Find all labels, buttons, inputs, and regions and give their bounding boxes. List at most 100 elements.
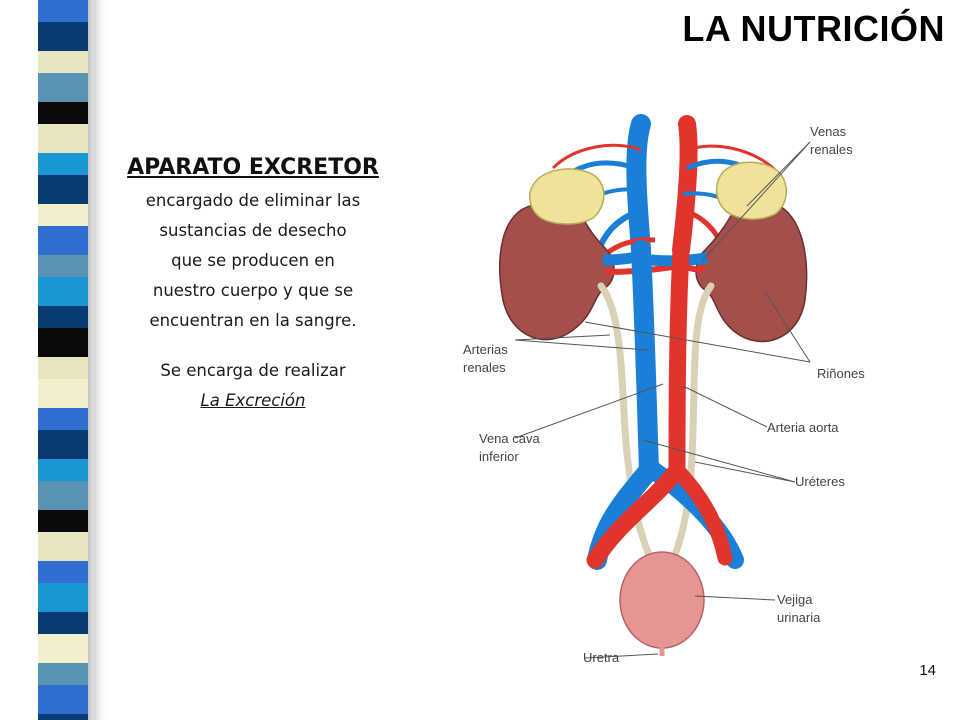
strip-block-edge [88,204,94,226]
bladder-group [619,551,705,656]
strip-block [38,328,88,357]
label-vejiga-line1: Vejiga [777,592,813,607]
vena-cava-inferior [587,240,660,570]
description-line: nuestro cuerpo y que se [152,281,354,300]
strip-block-edge [88,532,94,561]
slide-title: LA NUTRICIÓN [682,8,945,49]
strip-block [38,204,88,226]
strip-block-edge [88,277,94,306]
strip-block-edge [88,73,94,102]
strip-block [38,714,88,720]
aorta-right-branch [671,464,733,566]
urinary-system-diagram: Venas renales Arterias renales Riñones A… [463,114,865,665]
strip-block-edge [88,408,94,430]
strip-block-edge [88,510,94,532]
label-arteria-aorta: Arteria aorta [767,420,839,435]
strip-block-edge [88,379,94,408]
strip-block-edge [88,226,94,255]
strip-block-edge [88,685,94,714]
label-ureteres: Uréteres [795,474,845,489]
label-rinones: Riñones [817,366,865,381]
strip-block-edge [88,255,94,277]
strip-block-edge [88,306,94,328]
right-kidney [695,199,808,343]
strip-block-edge [88,22,94,51]
strip-block-edge [88,175,94,204]
strip-block [38,306,88,328]
strip-block-edge [88,51,94,73]
page-number: 14 [919,662,936,679]
decorative-left-strip [38,0,108,720]
strip-block [38,379,88,408]
renal-vessels [602,250,708,275]
task-intro: Se encarga de realizar [160,361,346,380]
strip-block [38,430,88,459]
strip-blocks [38,0,94,720]
strip-block [38,408,88,430]
arteria-aorta [586,241,690,569]
excrecion-link[interactable]: La Excreción [200,391,306,410]
pointer-lines [514,141,811,659]
label-arterias-renales-line2: renales [463,360,506,375]
strip-block [38,124,88,153]
label-vejiga-line2: urinaria [777,610,821,625]
strip-block-edge [88,561,94,583]
label-venas-renales-line2: renales [810,142,853,157]
description-text: encargado de eliminar las sustancias de … [112,186,394,336]
strip-block [38,51,88,73]
main-vessels [586,240,744,570]
text-block: APARATO EXCRETOR encargado de eliminar l… [112,155,394,416]
strip-block [38,532,88,561]
strip-block-edge [88,583,94,612]
label-vena-cava-line1: Vena cava [479,431,540,446]
vena-cava-top [626,114,651,260]
vessel-tops [626,114,698,260]
strip-block-edge [88,430,94,459]
strip-block [38,226,88,255]
strip-block [38,357,88,379]
strip-block [38,22,88,51]
strip-block [38,175,88,204]
vejiga-urinaria [619,551,705,649]
strip-block-edge [88,153,94,175]
description-line: que se producen en [171,251,335,270]
label-vena-cava-line2: inferior [479,449,519,464]
strip-block-edge [88,328,94,357]
strip-block [38,663,88,685]
strip-block [38,481,88,510]
strip-block [38,612,88,634]
strip-block [38,634,88,663]
right-ureter [669,282,715,564]
description-line: encargado de eliminar las [145,191,361,210]
strip-block [38,685,88,714]
strip-block-edge [88,663,94,685]
strip-block [38,459,88,481]
strip-block-edge [88,634,94,663]
left-ureter [597,282,655,564]
task-text: Se encarga de realizar La Excreción [112,356,394,416]
strip-block-edge [88,0,94,22]
strip-block [38,153,88,175]
strip-block [38,102,88,124]
left-kidney-group [498,168,615,341]
strip-block [38,583,88,612]
strip-block [38,277,88,306]
strip-block [38,73,88,102]
label-uretra: Uretra [583,650,620,665]
description-line: sustancias de desecho [159,221,347,240]
strip-block [38,561,88,583]
label-venas-renales-line1: Venas [810,124,847,139]
label-arterias-renales-line1: Arterias [463,342,508,357]
description-line: encuentran en la sangre. [149,311,357,330]
strip-block-edge [88,714,94,720]
strip-block-edge [88,124,94,153]
strip-block-edge [88,102,94,124]
strip-block [38,510,88,532]
strip-block [38,0,88,22]
strip-block-edge [88,357,94,379]
section-heading: APARATO EXCRETOR [127,155,379,180]
left-adrenal-gland [529,168,605,225]
strip-block-edge [88,459,94,481]
ureters [597,282,715,564]
